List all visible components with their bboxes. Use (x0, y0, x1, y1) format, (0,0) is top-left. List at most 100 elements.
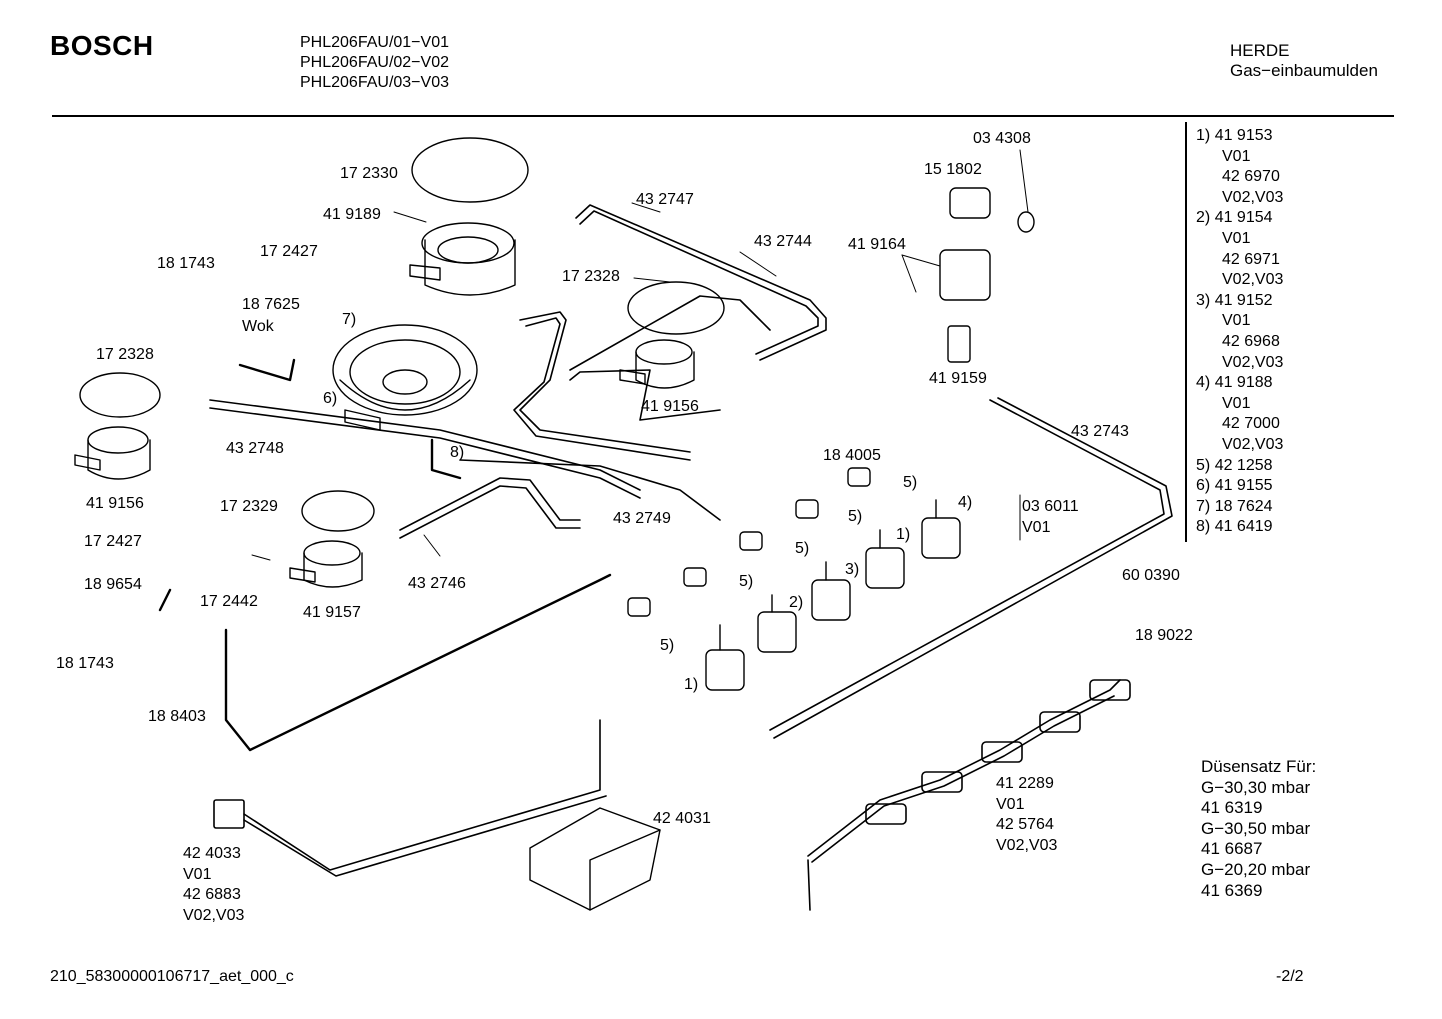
nozzle-line: 41 6369 (1201, 880, 1263, 900)
legend-item-sub: V01 (1222, 394, 1251, 412)
part-label: 43 2746 (408, 575, 466, 592)
legend-divider (1185, 122, 1187, 542)
spark-harness (807, 679, 1131, 911)
part-label: 41 9164 (848, 236, 906, 253)
part-label: 41 9156 (641, 398, 699, 415)
legend-item: 8) 41 6419 (1196, 518, 1273, 536)
legend-item-sub: V02,V03 (1222, 435, 1284, 453)
legend-item-sub: 42 7000 (1222, 415, 1280, 433)
legend-item-sub: 42 6970 (1222, 168, 1280, 186)
part-label: 60 0390 (1122, 567, 1180, 584)
callout: 5) (903, 474, 918, 491)
legend-item: 2) 41 9154 (1196, 209, 1273, 227)
connector-fitting (939, 187, 1035, 363)
callout: 5) (795, 540, 810, 557)
header-rule (52, 115, 1394, 117)
nozzle-set-info: Düsensatz Für: G−30,30 mbar 41 6319 G−30… (1201, 757, 1316, 901)
callout: 8) (450, 444, 465, 461)
leader-lines (251, 149, 1029, 561)
nozzle-line: G−20,20 mbar (1201, 859, 1311, 879)
callout: 5) (660, 637, 675, 654)
model-3: PHL206FAU/03−V03 (300, 74, 449, 91)
part-label: 03 4308 (973, 130, 1031, 147)
callout: 5) (739, 573, 754, 590)
brand-logo: BOSCH (50, 30, 154, 61)
part-label: 18 8403 (148, 708, 206, 725)
legend-item-sub: 42 6968 (1222, 332, 1280, 350)
nozzle-line: 41 6687 (1201, 839, 1263, 859)
part-label: 41 9156 (86, 495, 144, 512)
model-2: PHL206FAU/02−V02 (300, 54, 449, 71)
legend-item: 7) 18 7624 (1196, 497, 1273, 515)
legend-item: 3) 41 9152 (1196, 291, 1273, 309)
callout: 6) (323, 390, 338, 407)
part-label: 18 9654 (84, 576, 142, 593)
part-label: 41 9159 (929, 370, 987, 387)
part-label-stack: 41 2289 V01 42 5764 V02,V03 (996, 775, 1058, 854)
part-label: V01 (1022, 519, 1051, 536)
part-label: 41 9157 (303, 604, 361, 621)
gas-pipes (209, 204, 1173, 739)
nozzle-line: G−30,30 mbar (1201, 777, 1311, 797)
legend-item-sub: V01 (1222, 147, 1251, 165)
callout: 3) (845, 561, 860, 578)
part-label: 43 2747 (636, 191, 694, 208)
gas-valves (705, 499, 961, 691)
nozzle-line: 41 6319 (1201, 798, 1263, 818)
legend-item-sub: 42 6971 (1222, 250, 1280, 268)
document-id: 210_58300000106717_aet_000_c (50, 968, 294, 985)
legend-item-sub: V02,V03 (1222, 188, 1284, 206)
callout: 7) (342, 311, 357, 328)
part-label: 03 6011 (1022, 498, 1079, 515)
ignition-module (529, 807, 661, 911)
part-label: 17 2328 (96, 346, 154, 363)
legend-item-sub: V02,V03 (1222, 271, 1284, 289)
legend-item-sub: V02,V03 (1222, 353, 1284, 371)
callout: 4) (958, 494, 973, 511)
part-label: 18 7625 (242, 296, 300, 313)
part-label: 18 9022 (1135, 627, 1193, 644)
category-line-2: Gas−einbaumulden (1230, 61, 1378, 80)
part-label: 18 4005 (823, 447, 881, 464)
page-number: -2/2 (1276, 968, 1304, 985)
part-label: 17 2427 (84, 533, 142, 550)
nozzle-title: Düsensatz Für: (1201, 757, 1317, 776)
callout: 5) (848, 508, 863, 525)
model-list: PHL206FAU/01−V01 PHL206FAU/02−V02 PHL206… (300, 33, 449, 93)
part-label: 43 2744 (754, 233, 812, 250)
part-label: 17 2427 (260, 243, 318, 260)
part-label: 43 2748 (226, 440, 284, 457)
legend-item: 4) 41 9188 (1196, 374, 1273, 392)
part-label: 18 1743 (157, 255, 215, 272)
callout: 1) (684, 676, 699, 693)
part-label: 15 1802 (924, 161, 982, 178)
part-label: 41 9189 (323, 206, 381, 223)
legend-item: 5) 42 1258 (1196, 456, 1273, 474)
parts-legend: 1) 41 9153 V01 42 6970 V02,V03 2) 41 915… (1196, 126, 1283, 538)
part-label: 17 2328 (562, 268, 620, 285)
burner-front-mid (289, 540, 363, 588)
legend-item-sub: V01 (1222, 312, 1251, 330)
legend-item: 6) 41 9155 (1196, 477, 1273, 495)
part-label: 17 2329 (220, 498, 278, 515)
part-label: 43 2749 (613, 510, 671, 527)
legend-item: 1) 41 9153 (1196, 127, 1273, 144)
part-label: Wok (242, 318, 274, 335)
burner-plates (79, 137, 725, 532)
nozzles (627, 467, 871, 617)
burner-rear-left (409, 222, 516, 296)
ignition-cable (213, 719, 607, 877)
model-1: PHL206FAU/01−V01 (300, 34, 449, 51)
legend-item-sub: V01 (1222, 229, 1251, 247)
callout: 2) (789, 594, 804, 611)
part-label: 17 2442 (200, 593, 258, 610)
part-label-stack: 42 4033 V01 42 6883 V02,V03 (183, 845, 245, 924)
callout: 1) (896, 526, 911, 543)
thermocouple-wires (158, 358, 612, 752)
part-label: 42 4031 (653, 810, 711, 827)
burner-front-left (74, 426, 151, 480)
nozzle-line: G−30,50 mbar (1201, 818, 1311, 838)
part-label: 17 2330 (340, 165, 398, 182)
burner-wok (332, 324, 478, 431)
